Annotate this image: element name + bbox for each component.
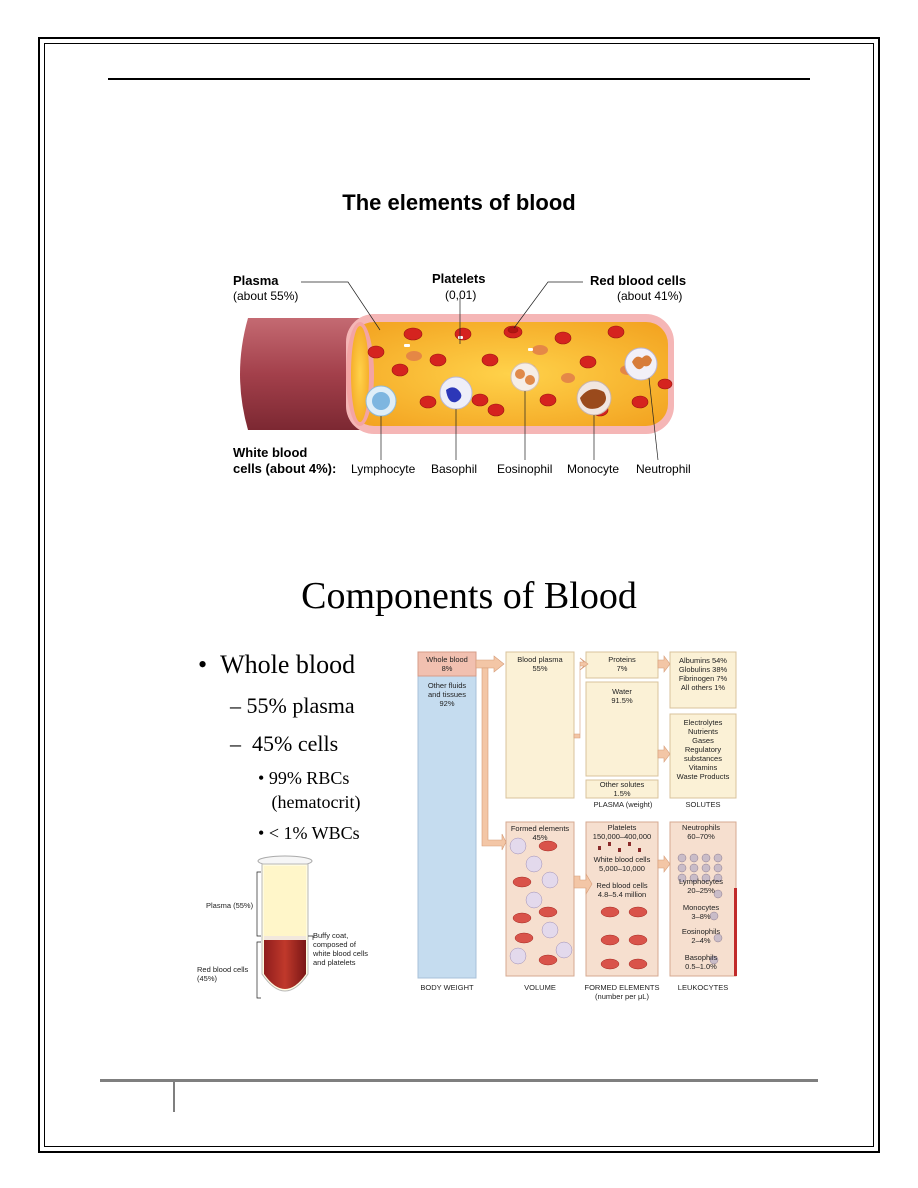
rbc-label: Red blood cells [590, 273, 687, 288]
lymphocyte-label: Lymphocyte [351, 462, 416, 476]
caption-volume: VOLUME [524, 983, 556, 992]
wbc-label-2: cells (about 4%): [233, 461, 337, 476]
bullet-cells: – 45% cells [230, 731, 339, 756]
bullet-wbcs: • < 1% WBCs [258, 823, 360, 843]
wbc-label-1: White blood [233, 445, 308, 460]
caption-formed-elements: FORMED ELEMENTS(number per μL) [584, 983, 660, 1001]
bullet-plasma: – 55% plasma [230, 693, 355, 718]
monocyte-label: Monocyte [567, 462, 620, 476]
test-tube-illustration [256, 855, 314, 999]
page-border-outer [38, 37, 880, 1153]
caption-body-weight: BODY WEIGHT [420, 983, 474, 992]
footer-tick [173, 1080, 175, 1112]
footer-rule [100, 1079, 818, 1082]
composition-chart-graphics [417, 651, 737, 979]
blood-vessel-illustration [240, 281, 674, 461]
tube-plasma-label: Plasma (55%) [206, 901, 254, 910]
caption-leukocytes: LEUKOCYTES [677, 983, 729, 992]
tube-rbc-label: Red blood cells(45%) [197, 965, 249, 983]
figure2-title: Components of Blood [301, 575, 637, 617]
platelets-label: Platelets [432, 271, 486, 286]
plasma-label: Plasma [233, 273, 279, 288]
bullet-whole-blood: • Whole blood [198, 650, 356, 679]
rbc-pct: (about 41%) [617, 289, 683, 303]
basophil-label: Basophil [431, 462, 478, 476]
caption-plasma-weight: PLASMA (weight) [593, 800, 653, 809]
protein-breakdown: Albumins 54%Globulins 38%Fibrinogen 7%Al… [678, 656, 728, 692]
neutrophil-label: Neutrophil [636, 462, 691, 476]
header-rule [108, 78, 810, 80]
platelets-pct: (0,01) [445, 288, 477, 302]
eosinophil-label: Eosinophil [497, 462, 553, 476]
figure1-title: The elements of blood [342, 190, 576, 215]
caption-solutes: SOLUTES [685, 800, 721, 809]
bullet-rbcs: • 99% RBCs (hematocrit) [258, 768, 361, 812]
page-border-inner [44, 43, 874, 1147]
plasma-pct: (about 55%) [233, 289, 299, 303]
